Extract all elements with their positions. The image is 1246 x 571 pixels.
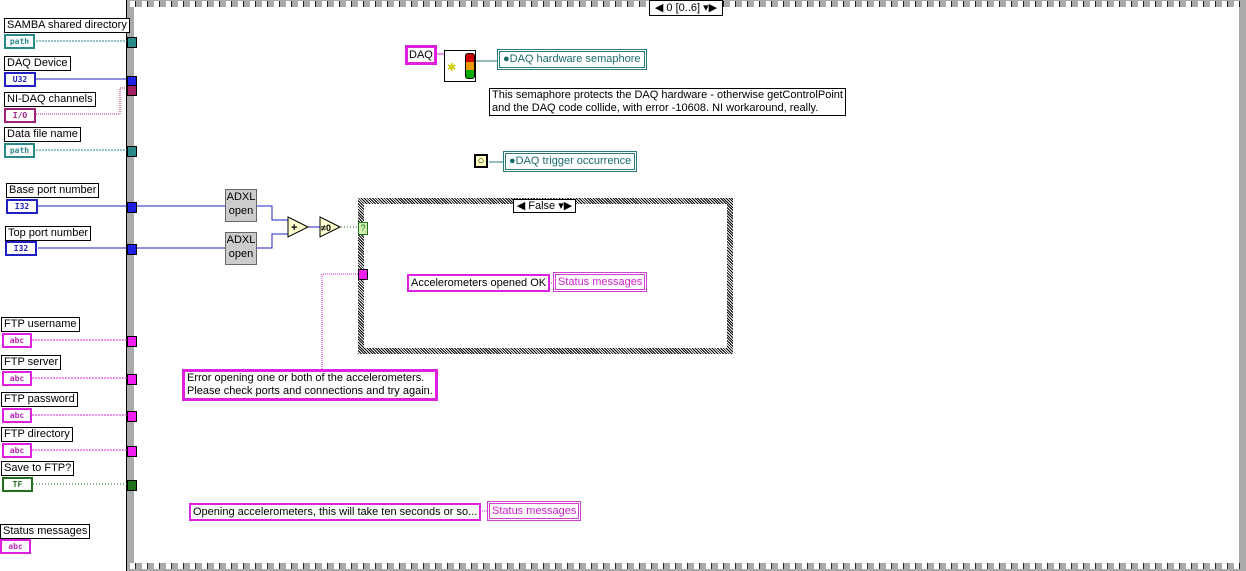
control-label: FTP server — [1, 355, 62, 370]
tunnel — [127, 85, 137, 96]
add-symbol: + — [291, 222, 297, 234]
ftp-username-control[interactable]: abc — [2, 333, 32, 348]
traffic-light-icon — [465, 53, 475, 79]
tunnel — [127, 244, 137, 255]
indicator-label: Status messages — [0, 524, 91, 539]
not-zero-symbol: ≠0 — [321, 223, 331, 233]
status-messages-indicator[interactable]: abc — [0, 539, 31, 554]
create-semaphore-node[interactable]: ✱ — [444, 50, 476, 82]
prev-case-icon: ◀ — [516, 200, 526, 212]
data-file-name-control[interactable]: path — [4, 143, 35, 158]
add-node — [287, 216, 310, 238]
daq-trigger-occurrence-global[interactable]: ●DAQ trigger occurrence — [502, 151, 638, 172]
globe-icon: ● — [509, 155, 516, 167]
control-label: SAMBA shared directory — [4, 18, 130, 33]
samba-directory-control[interactable]: path — [4, 34, 35, 49]
status-messages-local[interactable]: Status messages — [552, 272, 648, 292]
tunnel — [127, 202, 137, 213]
nidaq-channels-control[interactable]: I/O — [4, 108, 36, 123]
control-label: NI-DAQ channels — [4, 92, 96, 107]
occurrence-node[interactable]: ○ — [474, 154, 488, 168]
control-label: Data file name — [4, 127, 81, 142]
sequence-selector[interactable]: ◀ 0 [0..6] ▾▶ — [649, 0, 723, 16]
save-to-ftp-control[interactable]: TF — [2, 477, 33, 492]
control-label: Top port number — [5, 226, 92, 241]
dropdown-icon[interactable]: ▾▶ — [703, 2, 718, 14]
dropdown-icon: ▾▶ — [558, 200, 573, 212]
control-label: DAQ Device — [4, 56, 71, 71]
base-port-control[interactable]: I32 — [6, 199, 38, 214]
daq-semaphore-global[interactable]: ●DAQ hardware semaphore — [497, 49, 647, 70]
tunnel — [127, 374, 137, 385]
case-selector[interactable]: ◀ False ▾▶ — [513, 199, 576, 213]
control-label: Save to FTP? — [1, 461, 75, 476]
daq-name-constant[interactable]: DAQ — [405, 45, 437, 65]
control-label: FTP password — [1, 392, 78, 407]
tunnel — [127, 37, 137, 48]
ok-message-constant[interactable]: Accelerometers opened OK — [407, 274, 551, 292]
opening-message-constant[interactable]: Opening accelerometers, this will take t… — [189, 503, 482, 521]
ftp-password-control[interactable]: abc — [2, 408, 32, 423]
control-label: FTP directory — [1, 427, 73, 442]
globe-icon: ● — [503, 53, 510, 65]
ftp-directory-control[interactable]: abc — [2, 443, 32, 458]
case-selector-terminal: ? — [358, 222, 368, 235]
tunnel — [127, 411, 137, 422]
prev-frame-icon[interactable]: ◀ — [654, 2, 664, 14]
tunnel — [358, 269, 368, 280]
ftp-server-control[interactable]: abc — [2, 371, 32, 386]
semaphore-comment: This semaphore protects the DAQ hardware… — [489, 88, 846, 116]
tunnel — [127, 146, 137, 157]
top-port-control[interactable]: I32 — [5, 241, 37, 256]
status-messages-local[interactable]: Status messages — [486, 501, 582, 521]
error-message-constant[interactable]: Error opening one or both of the acceler… — [182, 369, 438, 401]
tunnel — [127, 446, 137, 457]
tunnel — [127, 480, 137, 491]
control-label: Base port number — [6, 183, 100, 198]
not-equal-zero-node — [319, 216, 342, 238]
new-icon: ✱ — [447, 62, 457, 74]
sequence-bottom-border — [130, 563, 1242, 569]
operators: + ≠0 — [287, 216, 342, 238]
tunnel — [127, 336, 137, 347]
control-label: FTP username — [1, 317, 80, 332]
daq-device-control[interactable]: U32 — [4, 72, 36, 87]
